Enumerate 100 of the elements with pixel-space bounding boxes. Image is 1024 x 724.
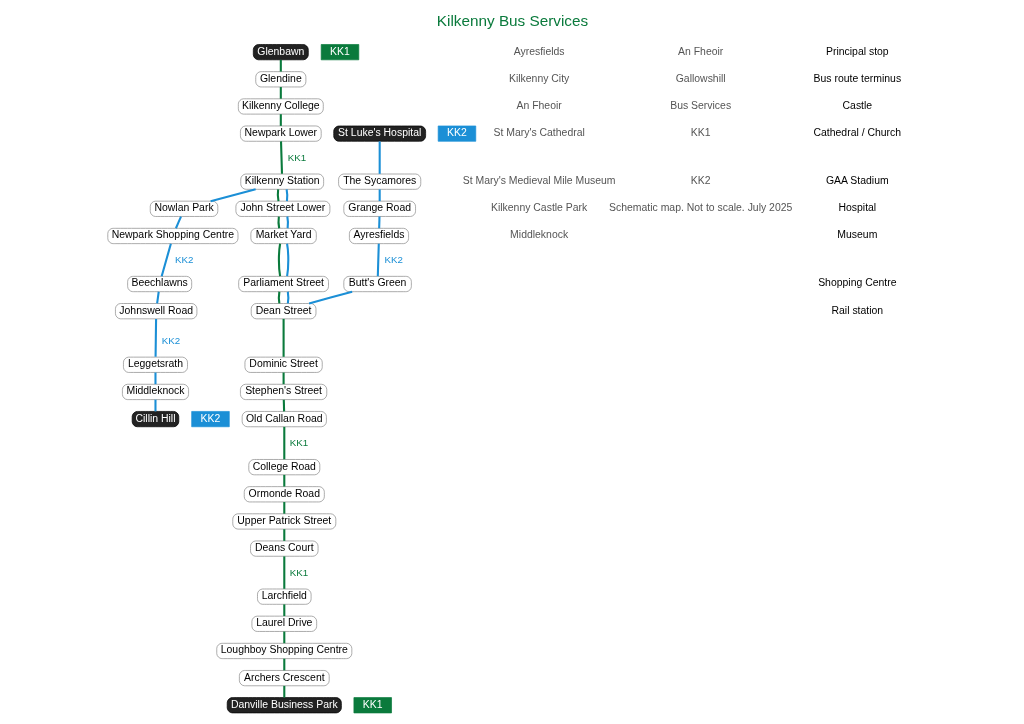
node-label: KK1	[362, 698, 383, 710]
connector	[285, 216, 289, 229]
node-box: Danville Business Park	[226, 697, 342, 714]
connector	[153, 399, 157, 412]
connector	[378, 189, 381, 202]
node-box: Loughboy Shopping Centre	[215, 642, 352, 659]
node-box: Cillin Hill	[131, 411, 179, 428]
node-box: Newpark Lower	[239, 125, 322, 142]
edge-label: KK1	[287, 151, 306, 163]
connector	[160, 243, 172, 277]
label: St Mary's Cathedral	[492, 127, 585, 139]
connector	[282, 685, 285, 698]
connector	[277, 216, 280, 229]
legend-label: Cathedral / Church	[813, 127, 901, 139]
connector	[282, 318, 285, 357]
node-box: The Sycamores	[337, 173, 421, 190]
diagram-title: Kilkenny Bus Services	[436, 12, 588, 30]
connector	[286, 291, 289, 304]
connector	[282, 399, 285, 412]
node-label: KK1	[329, 45, 350, 57]
node-box: Laurel Drive	[251, 615, 317, 632]
connector	[155, 291, 160, 304]
node-box: Larchfield	[256, 588, 311, 605]
node-box: Newpark Shopping Centre	[106, 227, 238, 244]
legend-label: Castle	[842, 99, 872, 111]
connector	[209, 188, 256, 203]
connector	[285, 243, 289, 277]
node-box: College Road	[247, 459, 320, 476]
connector	[276, 189, 279, 202]
label: An Fheoir	[516, 99, 562, 111]
node-box: Ormonde Road	[243, 486, 325, 503]
edge-label: KK2	[161, 334, 180, 346]
node-label: KK2	[446, 127, 467, 139]
connector	[277, 291, 280, 304]
label: Middleknock	[509, 229, 568, 241]
connector	[282, 426, 285, 460]
node-box: Ayresfields	[348, 227, 409, 244]
node-box: Dean Street	[250, 303, 316, 320]
label: St Mary's Medieval Mile Museum	[462, 175, 616, 187]
connector	[282, 556, 285, 589]
label: KK1	[690, 127, 711, 139]
node-box: Butt's Green	[342, 276, 412, 293]
connector	[279, 141, 283, 174]
node-box: Glenbawn	[252, 44, 309, 61]
connector	[282, 474, 285, 487]
legend-label: Principal stop	[825, 45, 889, 57]
connector	[282, 529, 285, 541]
node-box: Deans Court	[249, 540, 318, 557]
node-box: John Street Lower	[235, 200, 330, 217]
legend-label: Museum	[836, 229, 877, 241]
connector	[279, 114, 282, 126]
connector	[174, 216, 182, 229]
legend-label: GAA Stadium	[825, 175, 889, 187]
edge-label: KK2	[174, 253, 193, 265]
node-box: Grange Road	[342, 200, 416, 217]
connector	[377, 216, 381, 229]
connector	[378, 141, 381, 174]
node-box: Dominic Street	[244, 356, 323, 373]
node-box: Johnswell Road	[114, 303, 197, 320]
connector	[282, 372, 285, 385]
node-box: Leggetsrath	[122, 356, 188, 373]
connector	[282, 604, 285, 617]
node-box: Stephen's Street	[239, 383, 327, 400]
node-box: Kilkenny Station	[239, 173, 324, 190]
connector	[279, 87, 282, 99]
node-box: Old Callan Road	[241, 411, 327, 428]
connector	[153, 372, 157, 385]
connector	[277, 243, 281, 277]
label: Gallowshill	[675, 72, 726, 84]
label: Kilkenny Castle Park	[490, 202, 587, 214]
node-box: Beechlawns	[126, 276, 192, 293]
label: Kilkenny City	[508, 72, 569, 84]
node-box: Upper Patrick Street	[231, 513, 336, 530]
connector	[282, 631, 285, 644]
node-box: Market Yard	[250, 227, 317, 244]
legend-label: Rail station	[831, 304, 883, 316]
node-box: Parliament Street	[237, 276, 329, 293]
connector	[279, 59, 282, 72]
legend-label: Shopping Centre	[817, 277, 897, 289]
connector	[308, 290, 352, 305]
legend-label: Bus route terminus	[813, 72, 901, 84]
node-box: Kilkenny College	[237, 98, 324, 115]
node-label: KK2	[200, 412, 220, 424]
label: Ayresfields	[513, 45, 565, 57]
label: Bus Services	[669, 99, 731, 111]
connector	[285, 189, 288, 202]
connector	[376, 243, 380, 277]
node-box: Middleknock	[121, 383, 189, 400]
label: KK2	[690, 175, 711, 187]
edge-label: KK2	[384, 253, 403, 265]
legend-label: Hospital	[837, 202, 876, 214]
connector	[282, 502, 285, 514]
connector	[282, 658, 285, 671]
node-box: Glendine	[254, 71, 306, 88]
node-box: Archers Crescent	[238, 670, 330, 687]
edge-label: KK1	[289, 566, 308, 578]
node-box: Nowlan Park	[149, 200, 218, 217]
node-box: St Luke's Hospital	[332, 125, 426, 142]
label: Schematic map. Not to scale. July 2025	[608, 202, 792, 214]
edge-label: KK1	[289, 437, 308, 449]
